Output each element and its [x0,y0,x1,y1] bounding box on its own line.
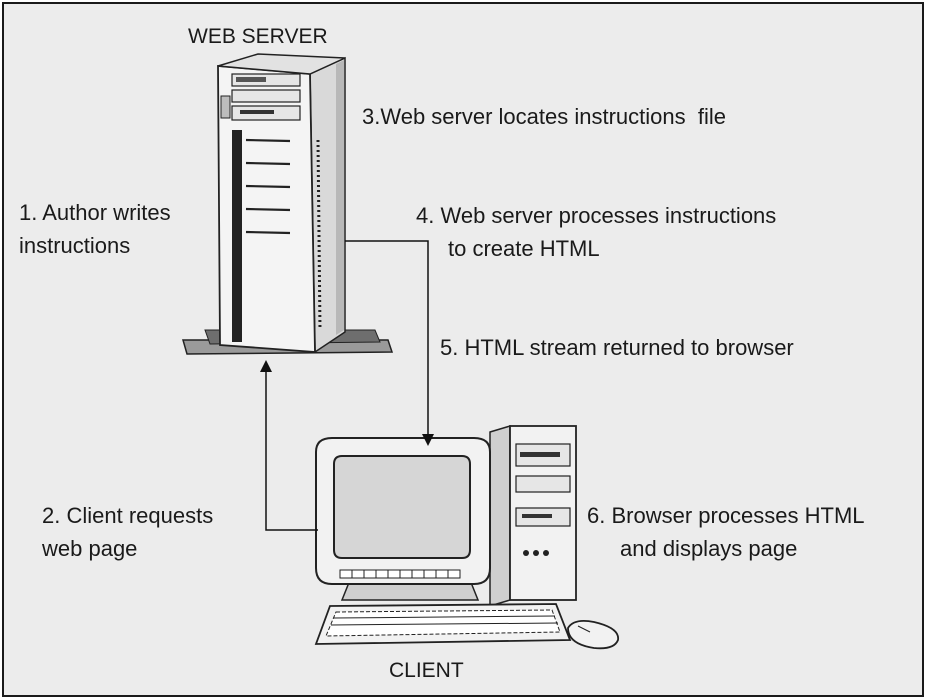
step-5-label: 5. HTML stream returned to browser [440,335,794,360]
server-tower-icon [182,53,394,355]
step-4-label: 4. Web server processes instructions to … [416,203,777,261]
client-title: CLIENT [389,659,464,682]
step-1-label: 1. Author writes instructions [19,200,171,258]
server-title: WEB SERVER [188,25,328,48]
desktop-computer-icon [314,424,619,650]
request-connector [260,360,318,531]
response-connector [345,240,434,446]
step-2-label: 2. Client requests web page [42,503,214,561]
step-3-label: 3.Web server locates instructions file [362,104,726,129]
step-6-label: 6. Browser processes HTML and displays p… [587,503,865,561]
